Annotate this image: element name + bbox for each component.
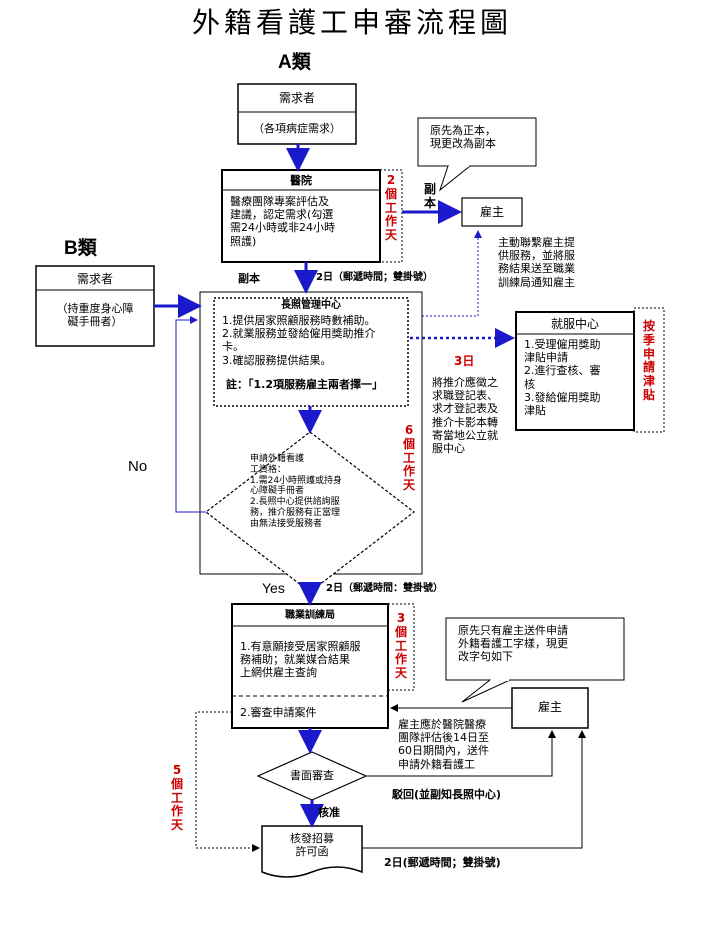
employer-box-top xyxy=(461,197,523,227)
hospital-body: 醫療團隊專案評估及 建議，認定需求(勾選 需24小時或非24小時 照護) xyxy=(230,195,335,248)
approve-label: 核准 xyxy=(318,806,340,819)
reject-label: 駁回(並副知長照中心) xyxy=(392,788,502,801)
copy-label-1: 副 本 xyxy=(424,182,437,211)
referral-note: 將推介應徵之 求職登記表、 求才登記表及 推介卡影本轉 寄當地公立就 服中心 xyxy=(432,376,498,455)
six-days: 6個工作天 xyxy=(402,423,415,493)
change-note: 原先只有雇主送件申請 外籍看護工字樣，現更 改字句如下 xyxy=(458,624,568,664)
mail-note-3: 2日(郵遞時間；雙掛號) xyxy=(384,856,501,869)
ltc-items: 1.提供居家照顧服務時數補助。 2.就業服務並發給僱用獎助推介 卡。 3.確認服… xyxy=(222,314,376,367)
five-days: 5個工作天 xyxy=(170,763,183,833)
page-title: 外籍看護工申審流程圖 xyxy=(192,6,513,39)
bureau-box xyxy=(231,603,389,729)
employment-center-items: 1.受理僱用獎助 津貼申請 2.進行查核、審 核 3.發給僱用獎助 津貼 xyxy=(524,338,601,417)
callout-change xyxy=(445,617,625,681)
no-label: No xyxy=(128,458,148,475)
bureau-item2: 2.審查申請案件 xyxy=(240,706,317,719)
mail-note-1: 2日（郵遞時間；雙掛號） xyxy=(316,272,433,283)
quarterly-label: 按季申請津貼 xyxy=(642,319,655,402)
original-note: 原先為正本， 現更改為副本 xyxy=(430,124,496,151)
b-requester-detail: （持重度身心障 礙手冊者） xyxy=(56,302,134,329)
notify-note: 主動聯繫雇主提 供服務，並將服 務結果送至職業 訓練局通知雇主 xyxy=(498,236,575,289)
three-days: 3日 xyxy=(454,354,475,368)
b-requester-box xyxy=(35,265,155,347)
bureau-item1: 1.有意願接受居家照顧服 務補助；就業媒合結果 上網供雇主查詢 xyxy=(240,640,361,680)
mail-note-2: 2日（郵遞時間：雙掛號） xyxy=(326,583,443,594)
bureau-days-box xyxy=(387,603,415,691)
a-requester-box xyxy=(237,83,357,145)
category-a-label: A類 xyxy=(278,52,311,73)
quarterly-box xyxy=(633,307,665,433)
employment-center-title: 就服中心 xyxy=(550,317,599,331)
decision-text: 申請外籍看護 工資格： 1.需24小時照護或持身 心障礙手冊者 2.長照中心提供… xyxy=(250,454,343,529)
b-requester-title: 需求者 xyxy=(76,272,113,286)
permit-document xyxy=(261,825,363,878)
category-b-label: B類 xyxy=(64,238,97,259)
hospital-title: 醫院 xyxy=(290,174,312,187)
copy-label-2: 副本 xyxy=(238,272,260,285)
hospital-box xyxy=(221,169,381,263)
ltc-title: 長照管理中心 xyxy=(281,300,341,311)
bureau-days: 3個工作天 xyxy=(394,611,407,681)
permit-text: 核發招募 許可函 xyxy=(290,832,334,859)
hospital-days: 2個工作天 xyxy=(384,173,397,243)
ltc-box xyxy=(213,297,409,407)
document-review: 書面審查 xyxy=(290,769,334,782)
bureau-title: 職業訓練局 xyxy=(285,610,335,621)
a-requester-detail: （各項病症需求） xyxy=(253,122,341,135)
hospital-days-box xyxy=(379,169,403,263)
yes-label: Yes xyxy=(262,580,285,596)
employer-bottom: 雇主 xyxy=(537,700,562,714)
ltc-note: 註：「1.2項服務雇主兩者擇一」 xyxy=(226,378,383,391)
a-requester-title: 需求者 xyxy=(278,91,315,105)
callout-original xyxy=(417,117,537,167)
employer-top: 雇主 xyxy=(479,205,504,219)
employer-deadline: 雇主應於醫院醫療 團隊評估後14日至 60日期間內，送件 申請外籍看護工 xyxy=(398,718,489,771)
